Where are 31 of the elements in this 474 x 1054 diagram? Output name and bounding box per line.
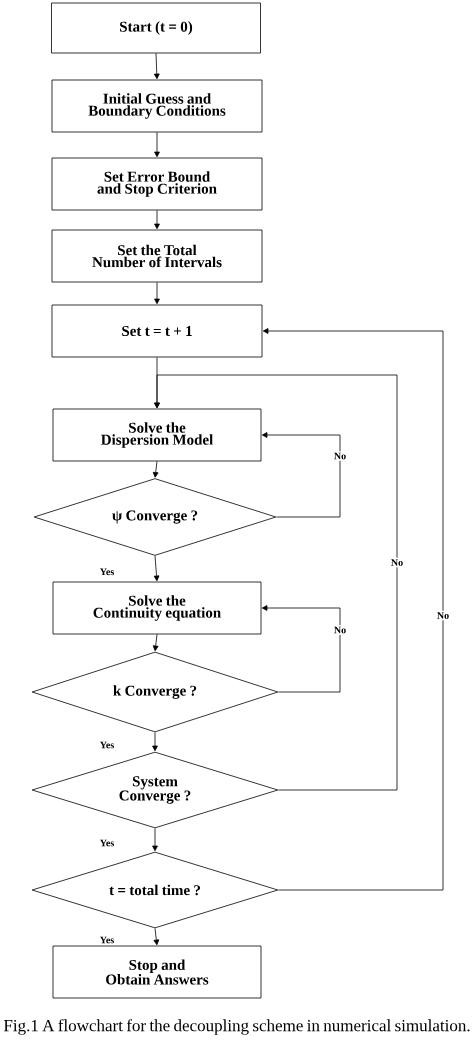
arrow: [261, 605, 341, 693]
edge-label: Yes: [98, 935, 116, 945]
arrow: [152, 461, 159, 478]
edge-label: Yes: [98, 567, 116, 577]
arrow: [152, 634, 159, 652]
arrow: [152, 732, 158, 752]
process-box: Set the Total Number of Intervals: [51, 229, 263, 283]
process-box: Stop and Obtain Answers: [52, 945, 262, 999]
edge-label: No: [435, 610, 451, 621]
process-box: Start (t = 0): [51, 2, 261, 54]
process-box: Initial Guess and Boundary Conditions: [51, 79, 263, 133]
arrow: [152, 828, 158, 852]
arrow: [154, 210, 160, 230]
process-box: Set Error Bound and Stop Criterion: [51, 157, 263, 211]
arrow: [153, 928, 160, 946]
edge-label: No: [389, 557, 405, 568]
process-box: Solve the Dispersion Model: [52, 408, 262, 462]
process-box: Set t = t + 1: [51, 304, 263, 358]
arrow: [154, 282, 160, 305]
edge-label: Yes: [98, 838, 116, 848]
edge-label: No: [332, 625, 348, 635]
arrow: [154, 132, 160, 158]
process-box: Solve the Continuity equation: [52, 581, 262, 635]
arrow: [261, 432, 341, 518]
edge-label: No: [332, 451, 348, 461]
arrow: [154, 374, 398, 791]
arrow: [153, 555, 160, 582]
edge-label: Yes: [98, 740, 116, 750]
arrow: [153, 53, 160, 80]
caption: Fig.1 A flowchart for the decoupling scheme in numerical simulation.: [3, 1019, 470, 1035]
arrow: [262, 328, 444, 891]
